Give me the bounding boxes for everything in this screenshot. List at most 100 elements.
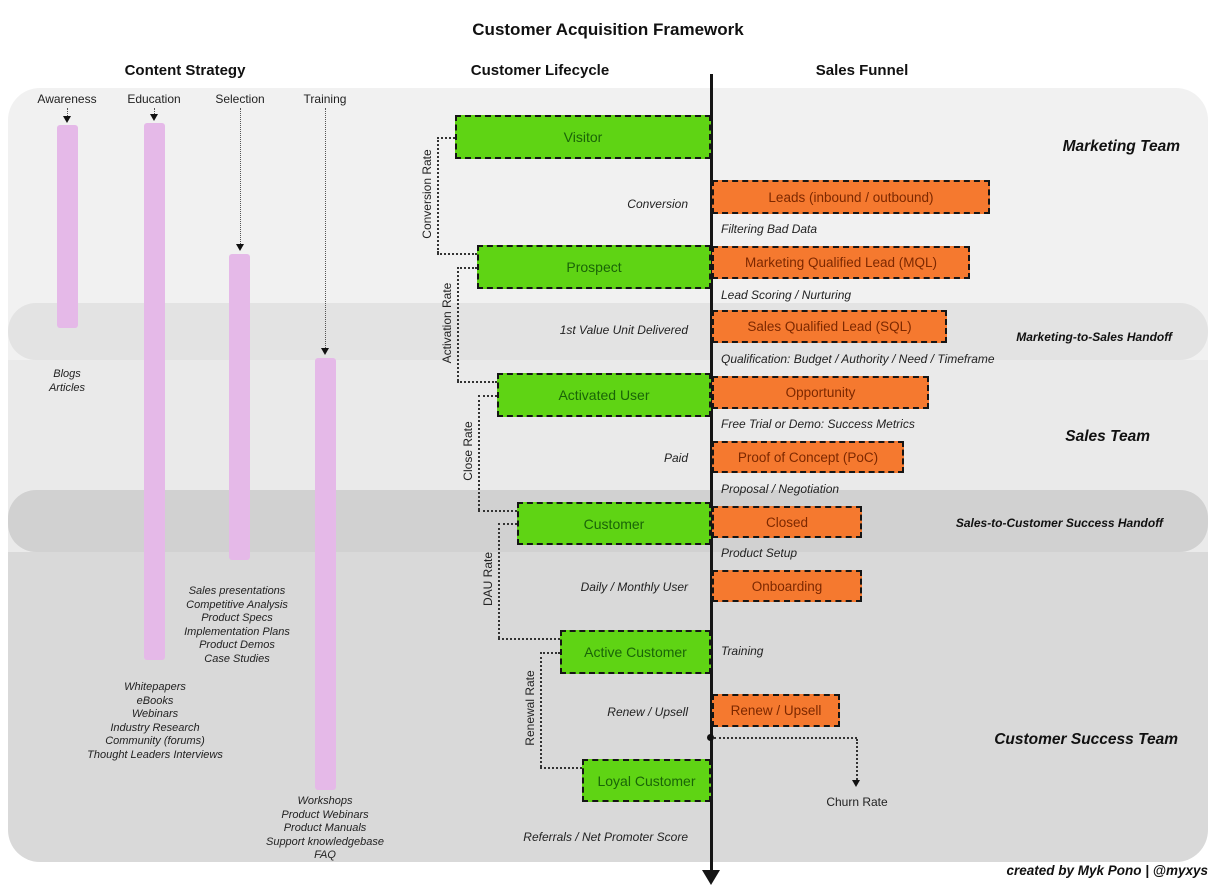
- team-label-customer-success: Customer Success Team: [994, 731, 1178, 748]
- transition-label-first-value: 1st Value Unit Delivered: [559, 323, 688, 337]
- churn-dot-icon: [707, 734, 714, 741]
- axis-line: [710, 74, 713, 872]
- team-label-marketing: Marketing Team: [1062, 138, 1180, 155]
- stage-box-customer: Customer: [517, 502, 711, 545]
- arrow-selection-icon: [236, 244, 244, 251]
- funnel-box-sql: Sales Qualified Lead (SQL): [712, 310, 947, 343]
- drop-line-selection: [240, 108, 241, 244]
- funnel-box-poc: Proof of Concept (PoC): [712, 441, 904, 473]
- drop-line-awareness: [67, 108, 68, 116]
- list-item: Product Webinars: [281, 808, 369, 821]
- churn-arrow-icon: [852, 780, 860, 787]
- list-item: Product Demos: [199, 639, 275, 651]
- phase-bar-selection: [229, 254, 250, 560]
- phase-label-training: Training: [303, 92, 347, 106]
- list-item: eBooks: [136, 694, 174, 707]
- funnel-step-product-setup: Product Setup: [721, 546, 798, 560]
- list-item: Support knowledgebase: [265, 835, 385, 848]
- bracket-dau-top: [498, 523, 517, 525]
- list-item: Workshops: [297, 795, 353, 807]
- band-marketing-sales-handoff: [8, 303, 1208, 360]
- bracket-close-bottom: [478, 510, 517, 512]
- churn-line-vertical: [856, 739, 858, 780]
- funnel-step-lead-scoring: Lead Scoring / Nurturing: [721, 288, 852, 302]
- transition-label-paid: Paid: [663, 451, 688, 465]
- bracket-activation-line: [457, 267, 459, 381]
- churn-label: Churn Rate: [826, 795, 888, 809]
- band-customer-success: [8, 552, 1208, 862]
- stage-box-active-customer: Active Customer: [560, 630, 711, 674]
- handoff-label-marketing-sales: Marketing-to-Sales Handoff: [1016, 330, 1172, 344]
- axis-arrowhead-icon: [702, 870, 720, 885]
- list-item: Industry Research: [110, 721, 200, 734]
- bracket-close-line: [478, 395, 480, 510]
- bracket-conversion-bottom: [437, 253, 477, 255]
- transition-label-renew-upsell: Renew / Upsell: [607, 705, 688, 719]
- phase-label-awareness: Awareness: [37, 92, 97, 106]
- stage-box-prospect: Prospect: [477, 245, 711, 289]
- column-header-content-strategy: Content Strategy: [124, 62, 246, 79]
- arrow-training-icon: [321, 348, 329, 355]
- arrow-education-icon: [150, 114, 158, 121]
- funnel-step-training: Training: [721, 644, 764, 658]
- list-item: Whitepapers: [124, 681, 186, 693]
- phase-bar-awareness: [57, 125, 78, 328]
- funnel-box-closed: Closed: [712, 506, 862, 538]
- funnel-step-filtering: Filtering Bad Data: [721, 222, 818, 236]
- bracket-activation-bottom: [457, 381, 497, 383]
- bracket-dau-bottom: [498, 638, 560, 640]
- funnel-step-qualification: Qualification: Budget / Authority / Need…: [721, 352, 995, 366]
- phase-bar-training: [315, 358, 336, 790]
- rate-label-dau: DAU Rate: [481, 551, 495, 607]
- funnel-step-proposal: Proposal / Negotiation: [721, 482, 840, 496]
- content-list-awareness: Blogs Articles: [7, 368, 127, 395]
- handoff-label-sales-cs: Sales-to-Customer Success Handoff: [955, 516, 1163, 530]
- team-label-sales: Sales Team: [1065, 428, 1150, 445]
- bracket-renewal-bottom: [540, 767, 582, 769]
- phase-label-selection: Selection: [215, 92, 265, 106]
- phase-bar-education: [144, 123, 165, 660]
- list-item: Blogs: [53, 368, 81, 380]
- churn-line-horizontal: [714, 737, 857, 739]
- transition-label-referrals: Referrals / Net Promoter Score: [523, 830, 688, 844]
- list-item: Thought Leaders Interviews: [87, 748, 223, 761]
- list-item: Case Studies: [204, 652, 270, 665]
- page-title: Customer Acquisition Framework: [472, 20, 744, 39]
- phase-label-education: Education: [127, 92, 181, 106]
- bracket-conversion-line: [437, 137, 439, 253]
- stage-box-activated-user: Activated User: [497, 373, 711, 417]
- list-item: Product Specs: [201, 612, 273, 624]
- drop-line-education: [154, 108, 155, 116]
- content-list-education: Whitepapers eBooks Webinars Industry Res…: [65, 681, 245, 762]
- stage-box-loyal-customer: Loyal Customer: [582, 759, 711, 802]
- list-item: Webinars: [131, 708, 179, 720]
- transition-label-daily-monthly: Daily / Monthly User: [580, 580, 688, 594]
- list-item: Competitive Analysis: [186, 598, 288, 611]
- content-list-selection: Sales presentations Competitive Analysis…: [157, 585, 317, 666]
- credit-text: created by Myk Pono | @myxys: [1006, 863, 1208, 878]
- column-header-customer-lifecycle: Customer Lifecycle: [470, 62, 610, 79]
- rate-label-conversion: Conversion Rate: [420, 149, 434, 239]
- funnel-box-opportunity: Opportunity: [712, 376, 929, 409]
- funnel-box-leads: Leads (inbound / outbound): [712, 180, 990, 214]
- bracket-dau-line: [498, 523, 500, 638]
- arrow-awareness-icon: [63, 116, 71, 123]
- funnel-box-mql: Marketing Qualified Lead (MQL): [712, 246, 970, 279]
- content-list-training: Workshops Product Webinars Product Manua…: [245, 795, 405, 863]
- list-item: Implementation Plans: [184, 625, 290, 638]
- bracket-close-top: [478, 395, 497, 397]
- transition-label-conversion: Conversion: [627, 197, 688, 211]
- stage-box-visitor: Visitor: [455, 115, 711, 159]
- bracket-activation-top: [457, 267, 477, 269]
- list-item: Community (forums): [105, 735, 205, 747]
- list-item: FAQ: [314, 849, 336, 861]
- bracket-renewal-top: [540, 652, 560, 654]
- funnel-box-renew-upsell: Renew / Upsell: [712, 694, 840, 727]
- list-item: Articles: [48, 381, 86, 394]
- column-header-sales-funnel: Sales Funnel: [815, 62, 909, 79]
- drop-line-training: [325, 108, 326, 348]
- bracket-renewal-line: [540, 652, 542, 767]
- funnel-box-onboarding: Onboarding: [712, 570, 862, 602]
- list-item: Sales presentations: [188, 585, 286, 597]
